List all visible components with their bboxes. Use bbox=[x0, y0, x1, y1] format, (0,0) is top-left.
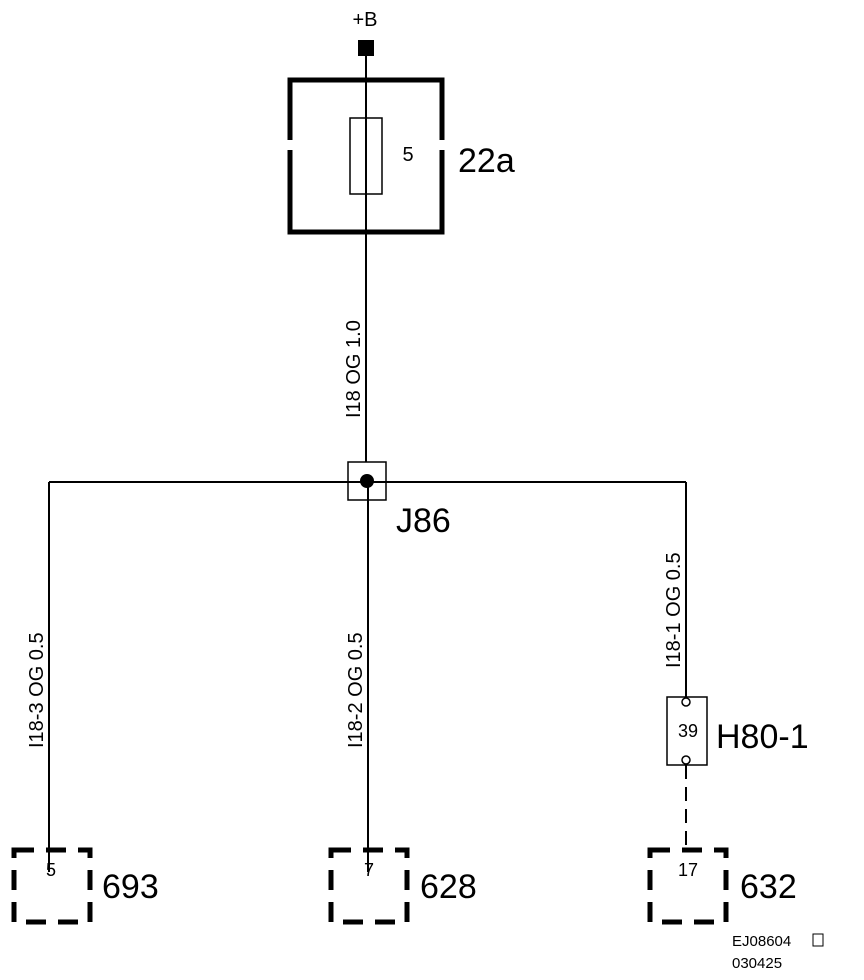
fuse-box: 5 bbox=[284, 77, 448, 235]
fuse-box-gap-right bbox=[436, 140, 448, 150]
junction-dot bbox=[360, 474, 374, 488]
junction-id-label: J86 bbox=[396, 502, 451, 540]
footer-code: EJ08604 bbox=[732, 933, 791, 950]
component-632-box bbox=[647, 847, 729, 925]
fuse-pin-label: 5 bbox=[402, 144, 413, 166]
connector-box bbox=[666, 696, 708, 766]
connector-id-label: H80-1 bbox=[716, 718, 809, 756]
footer-date: 030425 bbox=[732, 955, 782, 972]
connector-pin-top bbox=[681, 697, 691, 707]
component-693-pin: 5 bbox=[46, 860, 56, 880]
fuse-id-label: 22a bbox=[458, 142, 515, 180]
component-632-pin: 17 bbox=[678, 860, 698, 880]
component-628-label: 628 bbox=[420, 868, 477, 906]
power-label: +B bbox=[352, 9, 377, 31]
middle-wire-label: I18-2 OG 0.5 bbox=[345, 632, 367, 748]
right-wire-label: I18-1 OG 0.5 bbox=[663, 552, 685, 668]
component-628-box bbox=[328, 847, 410, 925]
main-wire-label: I18 OG 1.0 bbox=[343, 320, 365, 418]
component-693-label: 693 bbox=[102, 868, 159, 906]
fuse-box-frame bbox=[287, 77, 445, 235]
power-terminal bbox=[358, 40, 374, 56]
left-wire-label: I18-3 OG 0.5 bbox=[26, 632, 48, 748]
connector-pin-bottom bbox=[681, 755, 691, 765]
component-632-label: 632 bbox=[740, 868, 797, 906]
connector-pin-label: 39 bbox=[678, 721, 698, 741]
component-693-box bbox=[11, 847, 93, 925]
footer-box-glyph bbox=[812, 933, 824, 947]
fuse-box-gap-left bbox=[284, 140, 296, 150]
component-628-pin: 7 bbox=[364, 860, 374, 880]
